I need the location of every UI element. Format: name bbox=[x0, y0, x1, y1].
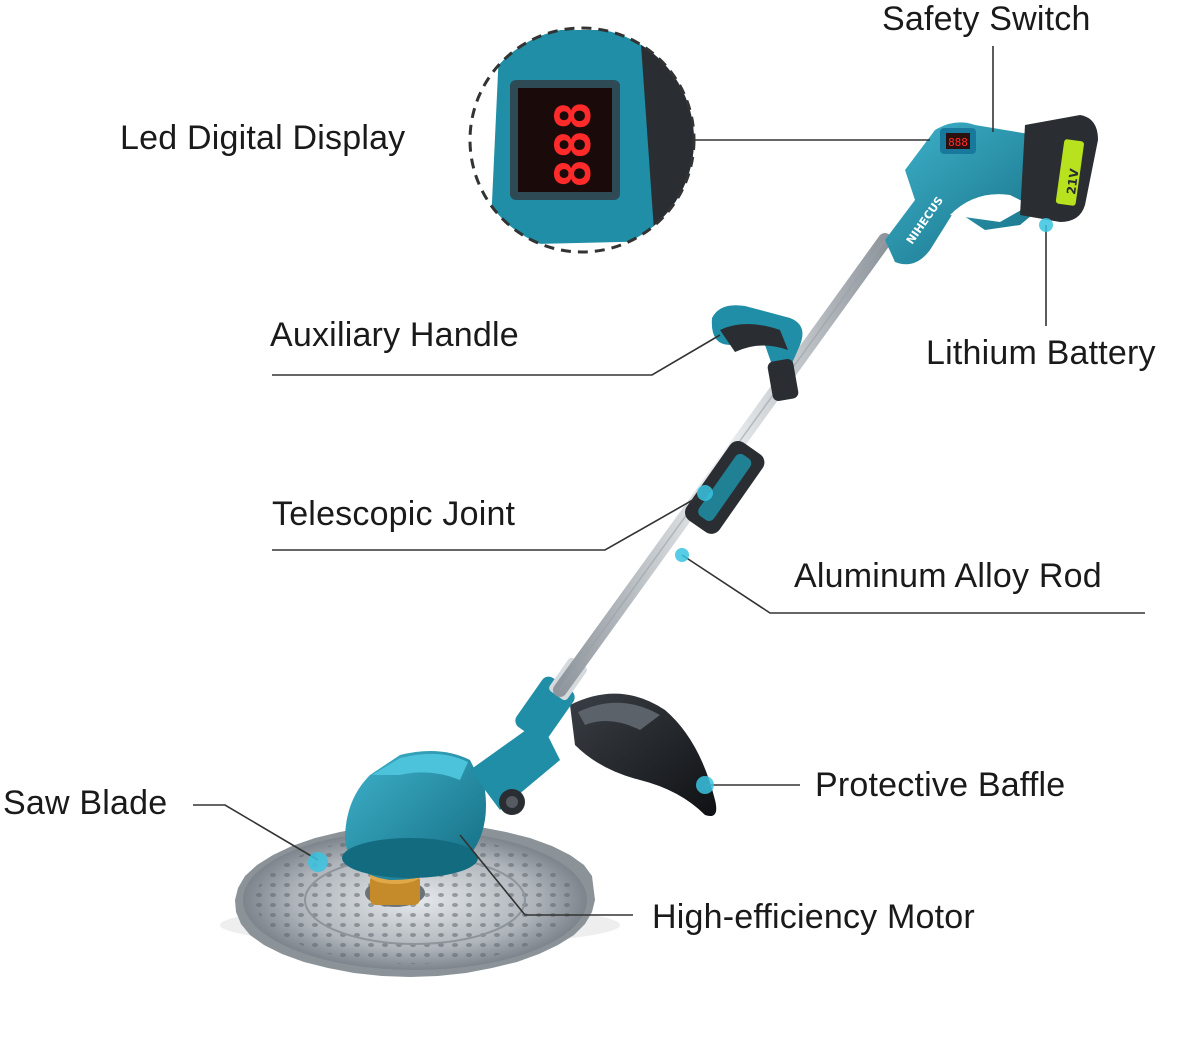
leader-lines bbox=[193, 46, 1145, 916]
label-safety-switch: Safety Switch bbox=[882, 0, 1091, 38]
led-digits: 888 bbox=[546, 101, 602, 188]
svg-text:21V: 21V bbox=[1064, 167, 1082, 195]
svg-text:888: 888 bbox=[948, 136, 968, 149]
leader-saw-blade bbox=[193, 804, 319, 861]
lithium-battery-shape: 21V bbox=[1020, 115, 1098, 222]
label-lithium-battery: Lithium Battery bbox=[926, 334, 1156, 372]
telescopic-joint-shape bbox=[685, 440, 765, 534]
protective-baffle-shape bbox=[570, 693, 717, 816]
accent-dots bbox=[308, 218, 1053, 872]
label-saw-blade: Saw Blade bbox=[3, 784, 168, 822]
auxiliary-handle-shape bbox=[711, 305, 803, 402]
leader-auxiliary-handle bbox=[272, 334, 721, 376]
label-auxiliary-handle: Auxiliary Handle bbox=[270, 316, 519, 354]
leader-motor bbox=[459, 834, 633, 916]
label-telescopic-joint: Telescopic Joint bbox=[272, 495, 516, 533]
label-protective-baffle: Protective Baffle bbox=[815, 766, 1066, 804]
label-high-efficiency-motor: High-efficiency Motor bbox=[652, 898, 975, 936]
leader-aluminum-rod bbox=[681, 554, 1145, 614]
leader-telescopic-joint bbox=[272, 492, 706, 551]
label-led-digital-display: Led Digital Display bbox=[120, 119, 406, 157]
motor-housing-shape bbox=[342, 720, 560, 880]
label-aluminum-alloy-rod: Aluminum Alloy Rod bbox=[794, 557, 1102, 595]
led-display-zoom: 888 bbox=[468, 26, 696, 254]
